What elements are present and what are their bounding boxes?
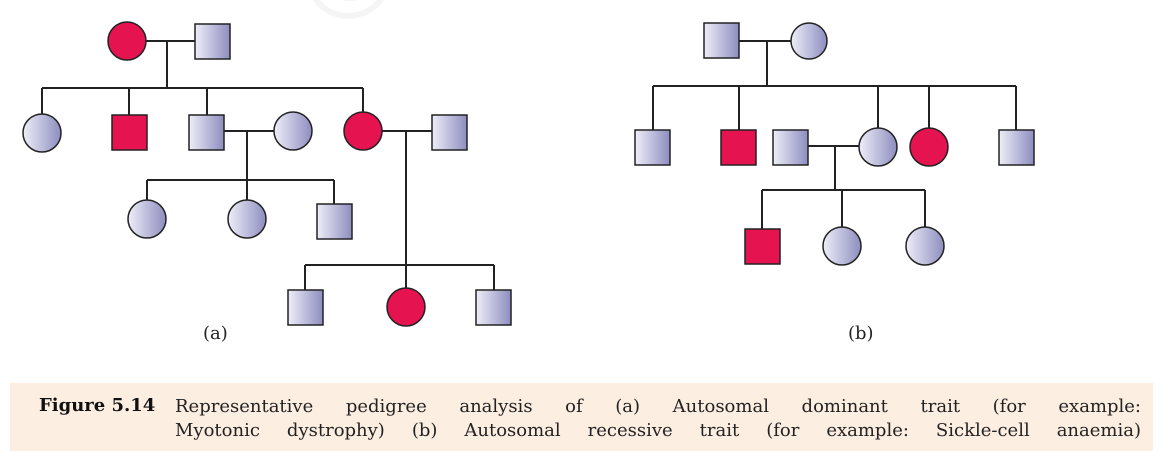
male-unaffected <box>316 203 353 240</box>
male-unaffected <box>634 129 671 166</box>
caption-line-1: Representative pedigree analysis of (a) … <box>175 396 1141 417</box>
female-affected <box>909 127 949 167</box>
male-unaffected <box>431 114 468 151</box>
female-unaffected <box>858 127 898 167</box>
female-affected <box>107 21 147 61</box>
female-unaffected <box>822 226 862 266</box>
caption-title: Figure 5.14 <box>39 395 156 416</box>
male-unaffected <box>194 23 231 60</box>
male-unaffected <box>772 129 809 166</box>
female-affected <box>386 287 426 327</box>
female-unaffected <box>273 111 313 151</box>
pedigree-b <box>652 40 1017 229</box>
male-unaffected <box>188 114 225 151</box>
figure-caption: Figure 5.14 Representative pedigree anal… <box>10 383 1153 451</box>
pedigree-diagrams <box>22 21 1035 327</box>
male-unaffected <box>475 289 512 326</box>
female-unaffected <box>790 22 828 60</box>
pedigree-b-individuals <box>634 22 1035 266</box>
caption-line-2: Myotonic dystrophy) (b) Autosomal recess… <box>175 420 1141 441</box>
female-unaffected <box>127 199 167 239</box>
female-affected <box>343 111 383 151</box>
female-unaffected <box>227 199 267 239</box>
panel-label-a: (a) <box>203 323 228 344</box>
male-unaffected <box>703 22 740 59</box>
male-unaffected <box>287 289 324 326</box>
pedigree-a-individuals <box>22 21 512 327</box>
panel-label-b: (b) <box>848 323 874 344</box>
male-unaffected <box>998 129 1035 166</box>
female-unaffected <box>22 113 62 153</box>
female-unaffected <box>905 226 945 266</box>
male-affected <box>744 228 781 265</box>
pedigree-a <box>41 40 495 290</box>
male-affected <box>111 114 148 151</box>
male-affected <box>720 129 757 166</box>
